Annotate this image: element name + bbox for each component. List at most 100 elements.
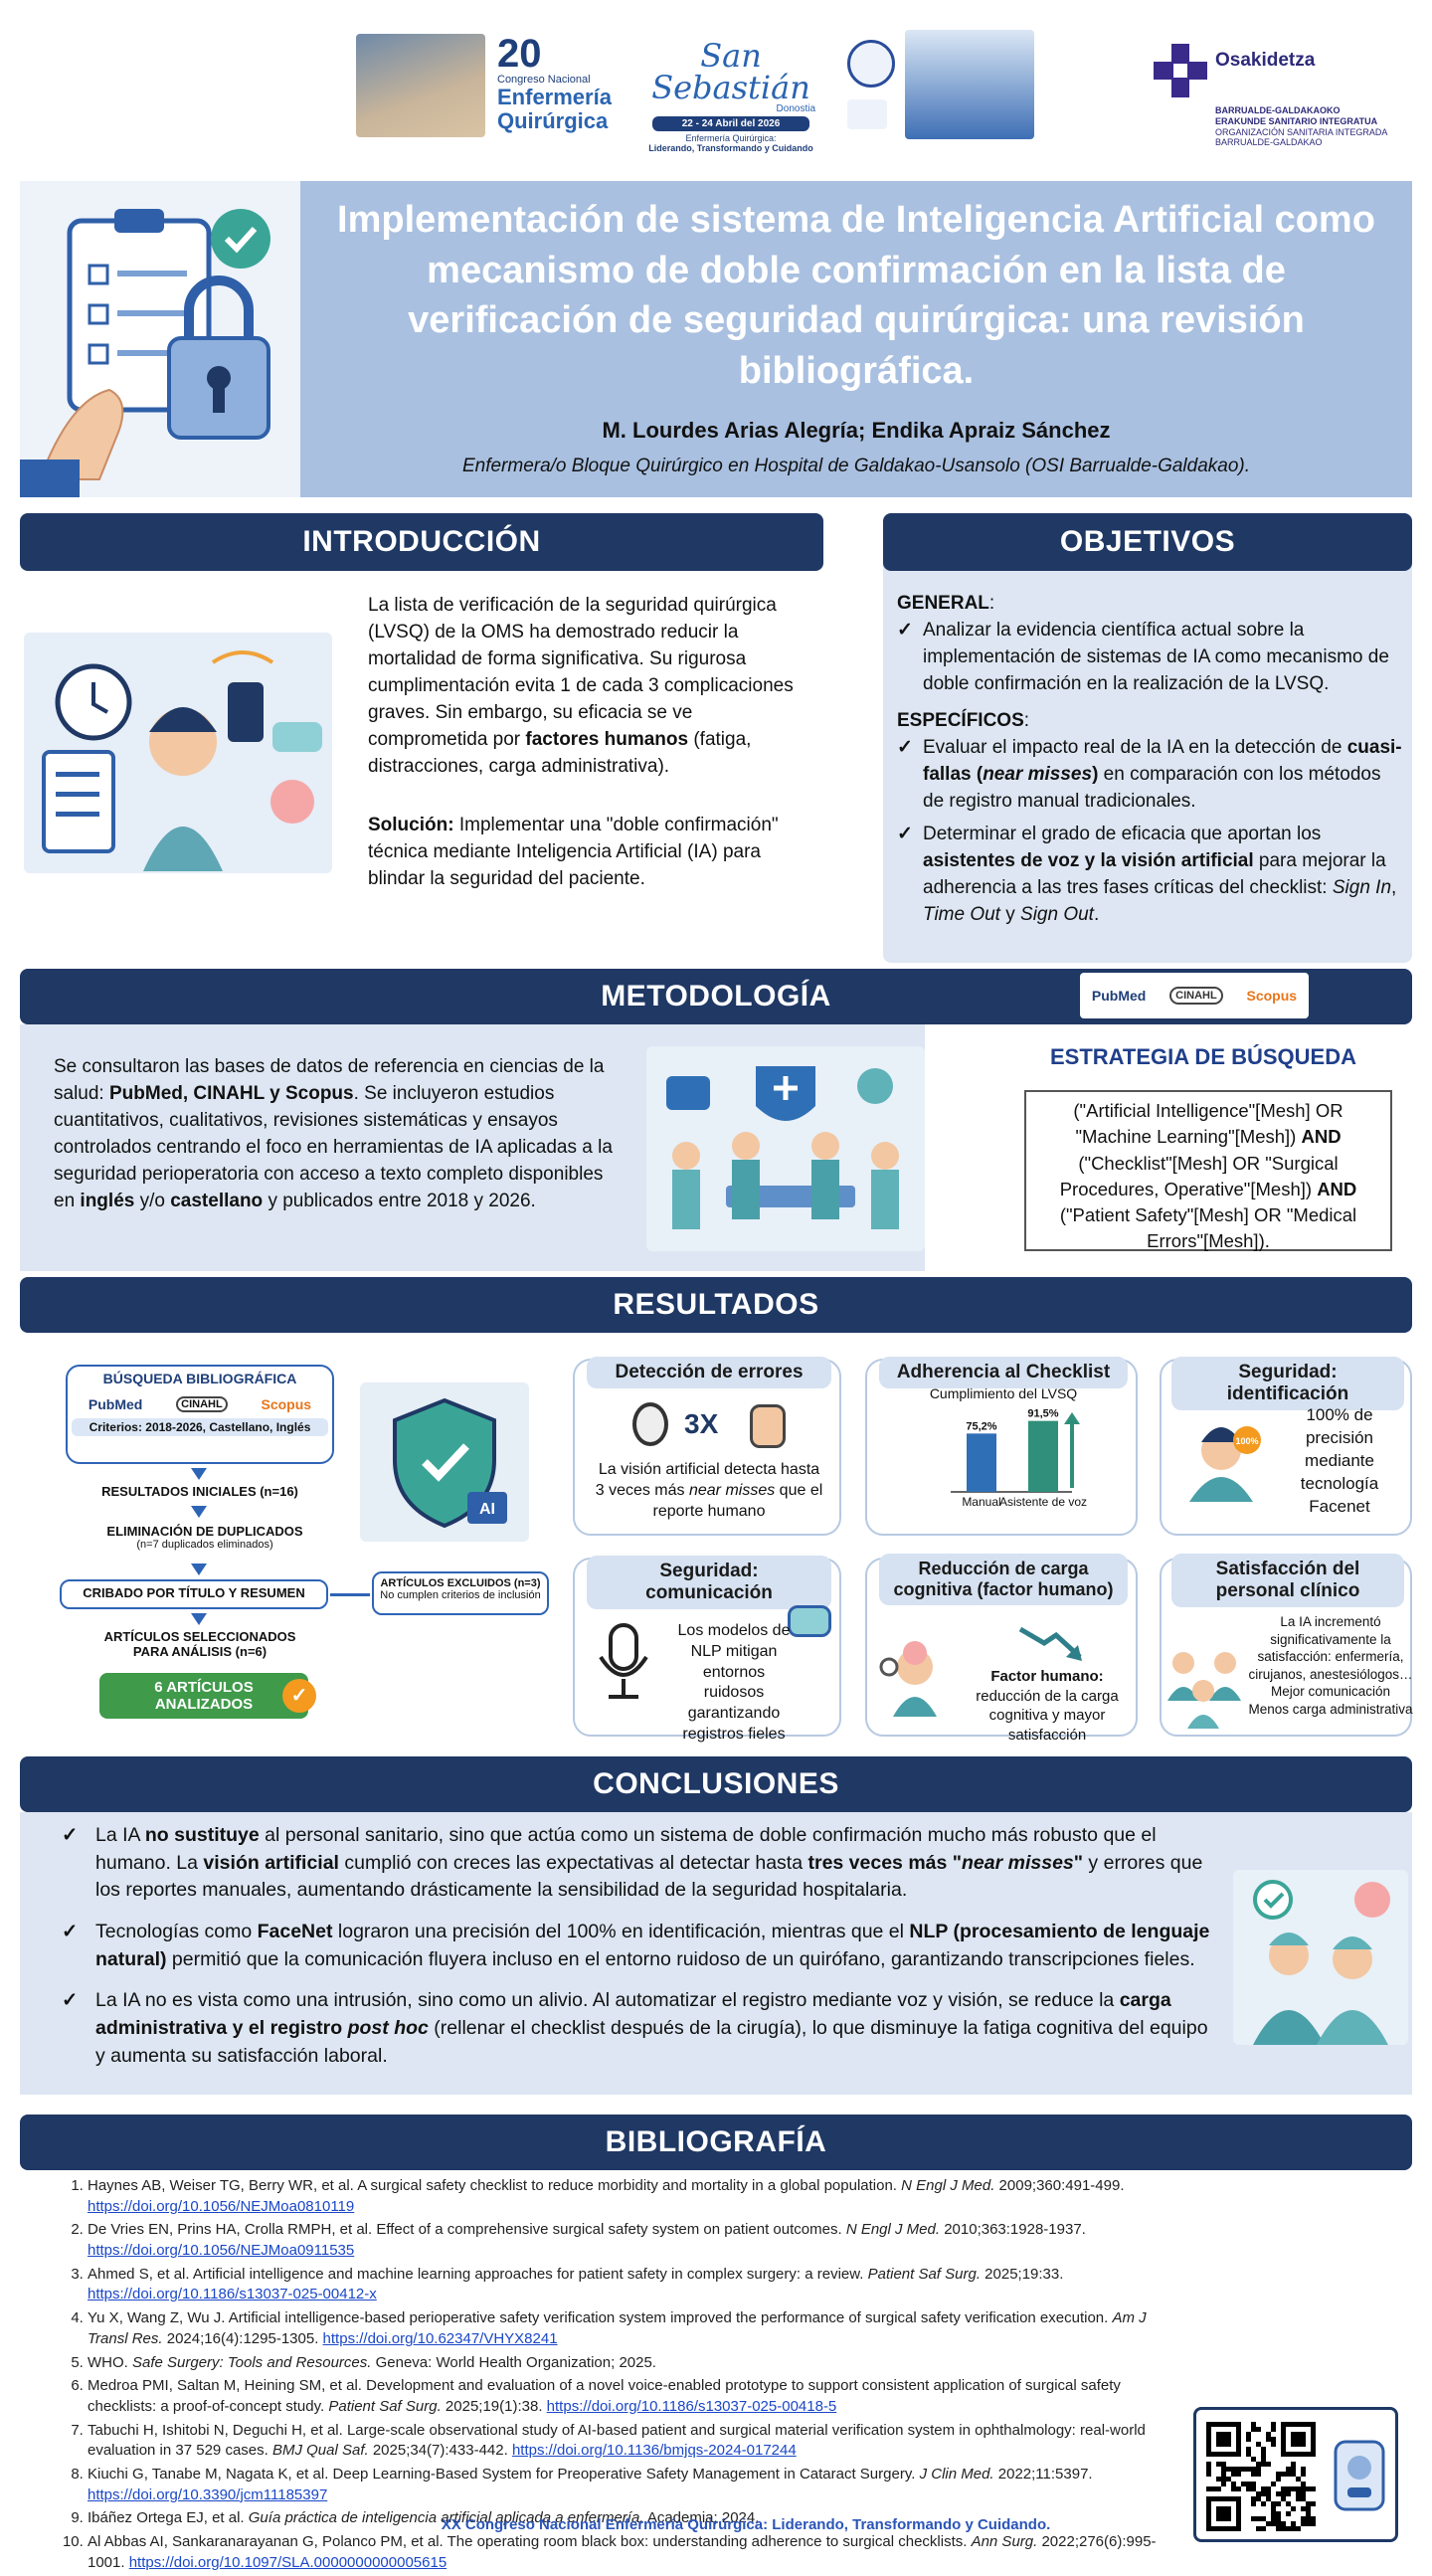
metodologia-heading: METODOLOGÍA <box>601 980 831 1012</box>
ref-details: Academia; 2024. <box>643 2509 760 2527</box>
intro-text: La lista de verificación de la seguridad… <box>368 593 815 893</box>
ref-doi-link[interactable]: https://doi.org/10.1186/s13037-025-00418… <box>546 2397 837 2415</box>
ref-doi-link[interactable]: https://doi.org/10.1097/SLA.000000000000… <box>128 2553 448 2571</box>
bibliography-item: Haynes AB, Weiser TG, Berry WR, et al. A… <box>88 2176 1179 2217</box>
intro-p1-text-end: (fatiga, distracciones, carga administra… <box>368 728 752 777</box>
ref-details: 2010;363:1928-1937. <box>940 2221 1086 2239</box>
card4-title: Seguridad: comunicación <box>587 1556 831 1609</box>
ref-text: Yu X, Wang Z, Wu J. Artificial intellige… <box>88 2309 1113 2327</box>
qr-code-panel[interactable] <box>1193 2407 1398 2542</box>
ref-journal: N Engl J Med. <box>901 2177 995 2194</box>
tagline-1: Enfermería Quirúrgica: <box>685 133 777 143</box>
c1-i: y errores que los reportes manuales, aum… <box>95 1851 1203 1902</box>
qr-module <box>1256 2491 1261 2496</box>
qr-module <box>1256 2496 1261 2501</box>
qr-module <box>1261 2516 1266 2521</box>
esp1-bold-a: cuasi-fallas ( <box>923 736 1402 785</box>
ref-doi-link[interactable]: https://doi.org/10.1056/NEJMoa0911535 <box>88 2242 355 2260</box>
checklist-lock-illustration <box>20 181 300 497</box>
qr-module <box>1251 2427 1256 2432</box>
intro-p1-text: La lista de verificación de la seguridad… <box>368 595 794 750</box>
card6-text: La IA incrementó significativamente la s… <box>1247 1613 1414 1718</box>
chart-title: Cumplimiento del LVSQ <box>930 1388 1077 1401</box>
strategy-box: ("Artificial Intelligence"[Mesh] OR "Mac… <box>1024 1090 1392 1251</box>
esp2-sep-1: , <box>1391 876 1397 898</box>
congress-number: 20 <box>497 32 542 76</box>
qr-module <box>1306 2521 1311 2526</box>
qr-finder <box>1216 2432 1231 2447</box>
card5-text: Factor humano: reducción de la carga cog… <box>963 1667 1132 1745</box>
flow-criterios: Criterios: 2018-2026, Castellano, Inglés <box>72 1418 328 1436</box>
qr-module <box>1256 2516 1261 2521</box>
ref-doi-link[interactable]: https://doi.org/10.3390/jcm11185397 <box>88 2485 328 2503</box>
qr-module <box>1301 2482 1306 2486</box>
qr-module <box>1276 2472 1281 2477</box>
qr-module <box>1226 2477 1231 2482</box>
conclusiones-content: La IA no sustituye al personal sanitario… <box>62 1822 1215 2077</box>
card1-text-a: La visión artificial detecta hasta 3 vec… <box>595 1461 820 1499</box>
esp1-text-end: en comparación con los métodos de regist… <box>923 763 1381 812</box>
ref-journal: BMJ Qual Saf. <box>271 2442 369 2460</box>
ref-details: 2024;16(4):1295-1305. <box>162 2329 323 2347</box>
flow-analizados: 6 ARTÍCULOS ANALIZADOS <box>154 1679 254 1713</box>
qr-module <box>1246 2452 1251 2457</box>
qr-code-icon[interactable] <box>1206 2422 1316 2531</box>
qr-module <box>1276 2491 1281 2496</box>
card1-text: La visión artificial detecta hasta 3 vec… <box>595 1460 823 1522</box>
qr-module <box>1271 2442 1276 2447</box>
ref-details: 2025;19:33. <box>981 2265 1064 2283</box>
qr-module <box>1216 2462 1221 2467</box>
card3-text: 100% de precisión mediante tecnología Fa… <box>1300 1405 1379 1516</box>
card-identificacion: Seguridad: identificación 100% 100% de p… <box>1160 1357 1412 1536</box>
osi-line-1: BARRUALDE-GALDAKAOKO <box>1215 105 1341 115</box>
bibliography-item: Tabuchi H, Ishitobi N, Deguchi H, et al.… <box>88 2421 1179 2462</box>
esp2-time-out: Time Out <box>923 903 1000 925</box>
flow-duplicados-sub: (n=7 duplicados eliminados) <box>136 1539 273 1551</box>
intro-p1-emphasis: factores humanos <box>525 728 689 750</box>
card5-text-b: reducción de la carga cognitiva y mayor … <box>976 1687 1119 1744</box>
city-name: San Sebastián <box>651 37 810 106</box>
ref-doi-link[interactable]: https://doi.org/10.1056/NEJMoa0810119 <box>88 2197 355 2215</box>
qr-module <box>1266 2486 1271 2491</box>
hand-icon <box>750 1404 786 1448</box>
qr-module <box>1271 2427 1276 2432</box>
ref-doi-link[interactable]: https://doi.org/10.1136/bmjqs-2024-01724… <box>511 2442 797 2460</box>
qr-finder <box>1216 2506 1231 2521</box>
ref-doi-link[interactable]: https://doi.org/10.62347/VHYX8241 <box>322 2329 558 2347</box>
qr-module <box>1281 2491 1286 2496</box>
qr-module <box>1296 2477 1301 2482</box>
congress-dates: 22 - 24 Abril del 2026 <box>652 116 809 131</box>
qr-module <box>1246 2482 1251 2486</box>
strategy-part-2: ("Checklist"[Mesh] OR "Surgical Procedur… <box>1059 1152 1339 1199</box>
surgical-team-icon <box>666 1066 899 1229</box>
times-3x-badge: 3X <box>684 1408 719 1439</box>
ref-text: WHO. <box>88 2353 132 2371</box>
qr-module <box>1276 2516 1281 2521</box>
qr-module <box>1206 2486 1211 2491</box>
ref-journal: Patient Saf Surg. <box>328 2397 442 2415</box>
city-sub: Donostia <box>776 103 815 114</box>
met-databases: PubMed, CINAHL y Scopus <box>108 1082 354 1104</box>
ref-doi-link[interactable]: https://doi.org/10.1186/s13037-025-00412… <box>88 2286 377 2303</box>
qr-module <box>1301 2521 1306 2526</box>
osakidetza-small-logo <box>847 99 887 129</box>
met-text-a: Se consultaron las bases de datos de ref… <box>54 1056 605 1104</box>
ref-journal: Guía práctica de inteligencia artificial… <box>248 2509 644 2527</box>
qr-module <box>1271 2422 1276 2427</box>
qr-module <box>1231 2486 1236 2491</box>
tagline-2: Liderando, Transformando y Cuidando <box>648 143 813 153</box>
ref-journal: Ann Surg. <box>971 2533 1038 2550</box>
resultados-heading-bar: RESULTADOS <box>20 1277 1412 1333</box>
ref-journal: Patient Saf Surg. <box>867 2265 981 2283</box>
qr-module <box>1261 2447 1266 2452</box>
c1-c: al personal sanitario, sino que actúa co… <box>95 1824 1157 1874</box>
ref-journal: J Clin Med. <box>919 2465 994 2483</box>
qr-module <box>1246 2447 1251 2452</box>
c1-e: cumplió con creces las expectativas al d… <box>338 1851 808 1874</box>
met-lang-en: inglés <box>80 1190 135 1211</box>
qr-module <box>1226 2467 1231 2472</box>
scopus-logo: Scopus <box>1246 988 1298 1004</box>
objetivos-content: GENERAL: Analizar la evidencia científic… <box>897 591 1404 935</box>
chat-bubble-icon <box>788 1605 831 1637</box>
flow-arrow-4 <box>191 1613 207 1625</box>
